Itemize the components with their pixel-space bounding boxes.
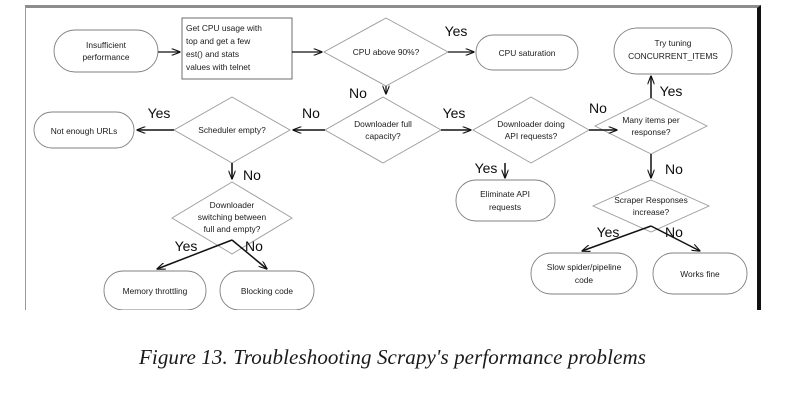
node-slow-spider-pipeline-code[interactable]: Slow spider/pipeline code (530, 252, 638, 295)
figure-frame: Insufficient performance Get CPU usage w… (25, 5, 761, 310)
node-works-fine[interactable]: Works fine (652, 252, 748, 295)
edge-many-items-yes-try-tuning: Yes (651, 76, 682, 99)
node-scheduler-empty[interactable]: Scheduler empty? (173, 96, 291, 164)
node-many-items-per-response[interactable]: Many items per response? (593, 97, 709, 155)
node-blocking-code-label: Blocking code (241, 286, 293, 296)
node-downloader-full-capacity[interactable]: Downloader full capacity? (324, 96, 442, 164)
node-downloader-api-requests[interactable]: Downloader doing API requests? (472, 96, 590, 164)
edge-label-many-items-yes: Yes (660, 83, 683, 99)
node-memory-throttling[interactable]: Memory throttling (103, 270, 207, 310)
node-cpu-saturation[interactable]: CPU saturation (475, 34, 579, 71)
edge-label-downloader-full-no: No (302, 105, 320, 121)
edge-label-switching-no: No (245, 238, 263, 254)
node-measure-line2: top and get a few (186, 36, 251, 46)
node-downloader-full-line1: Downloader full (354, 119, 412, 129)
node-try-tuning-line2: CONCURRENT_ITEMS (628, 51, 718, 61)
node-downloader-api-line2: API requests? (505, 131, 558, 141)
node-downloader-switching-line3: full and empty? (204, 224, 261, 234)
edge-label-cpu-yes: Yes (445, 23, 468, 39)
edge-scraper-no-works-fine: No (650, 224, 700, 251)
node-works-fine-label: Works fine (680, 269, 720, 279)
edge-label-api-yes: Yes (475, 160, 498, 176)
node-many-items-line2: response? (631, 127, 670, 137)
figure-caption: Figure 13. Troubleshooting Scrapy's perf… (138, 345, 647, 369)
node-not-enough-urls[interactable]: Not enough URLs (33, 111, 135, 149)
node-measure-line4: values with telnet (186, 62, 251, 72)
node-insufficient-performance-line2: performance (82, 52, 129, 62)
edge-label-api-no: No (589, 100, 607, 116)
node-slow-spider-line2: code (575, 275, 594, 285)
edge-label-cpu-no: No (349, 85, 367, 101)
node-memory-throttling-label: Memory throttling (123, 286, 188, 296)
node-insufficient-performance-line1: Insufficient (86, 40, 127, 50)
edge-cpu-yes-saturation: Yes (445, 23, 474, 52)
node-cpu-saturation-label: CPU saturation (499, 48, 556, 58)
node-measure-line3: est() and stats (186, 49, 239, 59)
node-eliminate-api-line1: Eliminate API (480, 189, 530, 199)
edge-api-yes-eliminate: Yes (475, 160, 505, 178)
node-many-items-line1: Many items per (622, 115, 679, 125)
node-not-enough-urls-label: Not enough URLs (51, 126, 118, 136)
edge-label-scheduler-yes: Yes (148, 105, 171, 121)
edge-many-items-no-scraper: No (651, 154, 683, 178)
edge-label-downloader-full-yes: Yes (443, 105, 466, 121)
node-eliminate-api-requests[interactable]: Eliminate API requests (455, 179, 556, 222)
node-insufficient-performance[interactable]: Insufficient performance (53, 29, 159, 73)
edge-switching-yes-memory: Yes (157, 238, 233, 269)
node-cpu-above-90-label: CPU above 90%? (353, 47, 420, 57)
edge-scheduler-yes-not-enough-urls: Yes (137, 105, 174, 130)
node-blocking-code[interactable]: Blocking code (219, 270, 315, 310)
node-slow-spider-line1: Slow spider/pipeline (547, 262, 622, 272)
edge-scheduler-no-switching: No (232, 163, 261, 183)
edge-downloader-full-no-scheduler: No (293, 105, 325, 130)
edge-switching-no-blocking: No (231, 238, 267, 269)
node-downloader-switching-line1: Downloader (210, 200, 255, 210)
node-measure-cpu-usage[interactable]: Get CPU usage with top and get a few est… (181, 17, 293, 80)
edge-cpu-no-downloader-full: No (349, 85, 386, 101)
node-downloader-full-line2: capacity? (365, 131, 401, 141)
edge-downloader-full-yes-api: Yes (441, 105, 471, 130)
node-try-tuning[interactable]: Try tuning CONCURRENT_ITEMS (613, 27, 733, 75)
edge-api-no-many-items: No (589, 100, 617, 130)
node-eliminate-api-line2: requests (489, 202, 521, 212)
node-downloader-api-line1: Downloader doing (497, 119, 565, 129)
node-cpu-above-90[interactable]: CPU above 90%? (323, 17, 449, 87)
node-scheduler-empty-label: Scheduler empty? (198, 125, 266, 135)
node-try-tuning-line1: Try tuning (655, 38, 692, 48)
edge-label-scraper-yes: Yes (597, 224, 620, 240)
edge-label-switching-yes: Yes (175, 238, 198, 254)
flowchart-canvas: Insufficient performance Get CPU usage w… (33, 17, 748, 310)
node-measure-line1: Get CPU usage with (186, 23, 262, 33)
node-scraper-responses-line1: Scraper Responses (614, 195, 688, 205)
edge-label-many-items-no: No (665, 161, 683, 177)
node-scraper-responses-line2: increase? (633, 207, 670, 217)
node-downloader-switching[interactable]: Downloader switching between full and em… (171, 181, 293, 255)
edge-label-scheduler-no: No (243, 167, 261, 183)
node-scraper-responses-increase[interactable]: Scraper Responses increase? (591, 179, 711, 233)
node-downloader-switching-line2: switching between (198, 212, 267, 222)
edge-scraper-yes-slow-spider: Yes (582, 224, 652, 251)
figure-caption-wrap: Figure 13. Troubleshooting Scrapy's perf… (0, 345, 785, 370)
edge-label-scraper-no: No (665, 224, 683, 240)
